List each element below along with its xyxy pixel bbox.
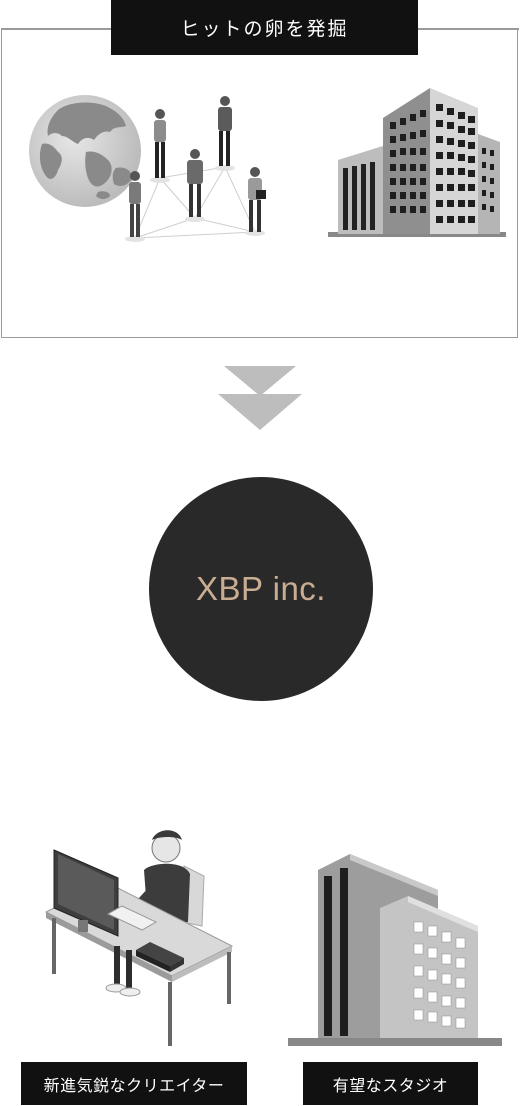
office-building-icon: [328, 88, 506, 237]
down-arrows-icon: [218, 366, 302, 430]
globe-icon: [29, 95, 141, 207]
section-title: ヒットの卵を発掘: [111, 0, 418, 55]
top-section-frame: [1, 28, 518, 338]
studio-label: 有望なスタジオ: [303, 1062, 478, 1105]
creator-label: 新進気鋭なクリエイター: [21, 1062, 247, 1105]
company-name: XBP inc.: [196, 570, 326, 607]
people-network-icon: [125, 96, 266, 242]
frame-top-rule-left: [1, 28, 112, 30]
studio-building-icon: [288, 854, 502, 1046]
frame-top-rule-right: [417, 28, 519, 30]
creator-at-desk-icon: [44, 830, 234, 1046]
company-circle: XBP inc.: [149, 477, 373, 701]
